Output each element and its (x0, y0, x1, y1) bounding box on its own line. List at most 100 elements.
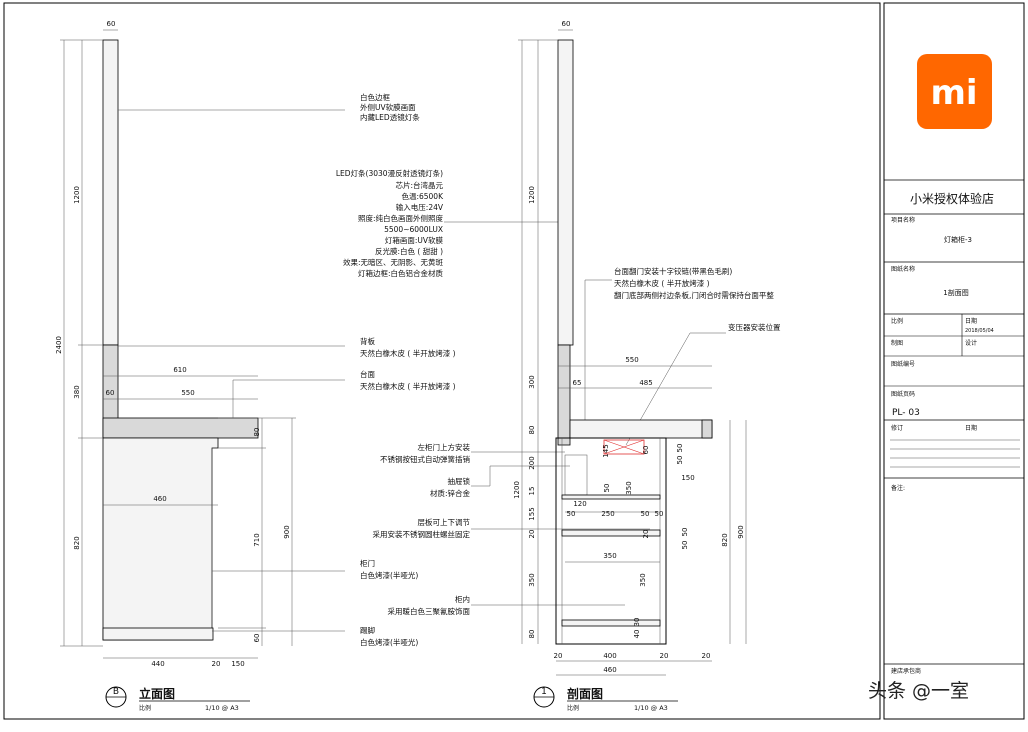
dim-text: 50 (676, 444, 684, 453)
dim-text: 50 (603, 484, 611, 493)
note-line: 灯箱画面:UV软膜 (385, 235, 444, 245)
note-line: 天然白橡木皮 ( 半开放烤漆 ) (360, 381, 456, 391)
mi-logo-text: mi (930, 73, 977, 113)
dim-text: 150 (231, 660, 244, 668)
dim-text: 380 (73, 385, 81, 398)
section-cabinet-shell (555, 437, 667, 645)
note-line: 抽屉锁 (448, 476, 471, 486)
dim-text: 40 (633, 630, 641, 639)
notes-hinge: 左柜门上方安装 不锈钢按钮式自动弹簧插销 (380, 442, 565, 464)
dim-text: 20 (554, 652, 563, 660)
dim-text: 80 (528, 630, 536, 639)
view-scale: 1/10 @ A3 (205, 704, 239, 712)
note-line: 白色烤漆(半哑光) (360, 570, 418, 580)
note-line: 内藏LED透镜灯条 (360, 112, 420, 122)
dim-text: 50 (681, 528, 689, 537)
dim-text: 300 (528, 375, 536, 388)
note-line: 反光膜:白色 ( 甜甜 ) (375, 246, 443, 256)
elevation-cabinet (102, 437, 219, 641)
scale-label: 比例 (891, 317, 903, 325)
dim-text: 200 (528, 456, 536, 469)
dim-text: 250 (601, 510, 614, 518)
view-title: 剖面图 (567, 686, 603, 701)
dim-text: 550 (181, 389, 194, 397)
view-title: 立面图 (139, 686, 175, 701)
view-scale-label: 比例 (139, 704, 151, 712)
dim-text: 460 (153, 495, 166, 503)
note-line: 层板可上下调节 (418, 517, 471, 527)
notes-frame: 白色边框 外侧UV软膜画面 内藏LED透镜灯条 (360, 92, 420, 122)
date-value: 2018/05/04 (965, 328, 994, 334)
section-countertop (569, 419, 713, 439)
note-line: LED灯条(3030漫反射透镜灯条) (336, 168, 443, 178)
drawn-label: 制图 (891, 339, 903, 347)
dim-text: 900 (737, 525, 745, 538)
dim-text: 1200 (513, 481, 521, 499)
dim-text: 350 (603, 552, 616, 560)
section-light-frame (557, 39, 574, 346)
dim-text: 2400 (55, 336, 63, 354)
dim-text: 440 (151, 660, 164, 668)
dim-text: 20 (528, 530, 536, 539)
section-view: 1200 300 80 200 15 155 20 350 80 1200 82… (513, 20, 747, 676)
transformer-box (603, 439, 645, 455)
contractor-label: 建店承包商 (891, 667, 921, 675)
dim-text: 20 (212, 660, 221, 668)
revision-label: 修订 (891, 424, 903, 432)
note-line: 效果:无暗区、无阴影、无黄斑 (343, 257, 444, 267)
dim-text: 50 (567, 510, 576, 518)
view-number: 1 (541, 687, 547, 697)
note-line: 台面翻门安装十字铰链(带黑色毛刷) (614, 266, 732, 276)
note-line: 左柜门上方安装 (418, 442, 471, 452)
note-line: 输入电压:24V (396, 202, 444, 212)
view-number: B (113, 687, 119, 697)
note-line: 天然白橡木皮 ( 半开放烤漆 ) (360, 348, 456, 358)
dim-text: 350 (639, 573, 647, 586)
notes-flap: 台面翻门安装十字铰链(带黑色毛刷) 天然白橡木皮 ( 半开放烤漆 ) 翻门底部两… (584, 266, 774, 420)
transformer-cross (603, 439, 645, 455)
note-line: 不锈钢按钮式自动弹簧插销 (380, 454, 470, 464)
dim-text: 550 (625, 356, 638, 364)
note-line: 采用暖白色三聚氰胺饰面 (388, 606, 471, 616)
dim-text: 20 (660, 652, 669, 660)
dim-text: 50 (676, 456, 684, 465)
dim-text: 460 (603, 666, 616, 674)
dim-text: 60 (253, 634, 261, 643)
view-scale: 1/10 @ A3 (634, 704, 668, 712)
dim-text: 610 (173, 366, 186, 374)
note-line: 外侧UV软膜画面 (360, 102, 416, 112)
date-label: 日期 (965, 317, 977, 325)
drawing-label: 图纸名称 (891, 265, 915, 273)
remarks-label: 备注: (891, 484, 905, 492)
notes-drawer-lock: 抽屉锁 材质:锌合金 (430, 465, 570, 498)
page-label: 图纸页码 (891, 390, 915, 398)
note-line: 白色边框 (360, 92, 390, 102)
note-line: 色温:6500K (401, 191, 444, 201)
section-back-panel (557, 344, 571, 446)
dim-text: 350 (528, 573, 536, 586)
notes-shelf: 层板可上下调节 采用安装不锈钢圆柱螺丝固定 (373, 517, 650, 539)
store-name: 小米授权体验店 (910, 191, 994, 206)
project-name: 灯箱柜-3 (944, 235, 972, 244)
elevation-title: B 立面图 比例 1/10 @ A3 (105, 686, 250, 712)
title-block-border (883, 2, 1025, 720)
dim-text: 145 (602, 444, 610, 457)
note-line: 背板 (360, 336, 375, 346)
dim-text: 400 (603, 652, 616, 660)
elevation-light-frame (102, 39, 119, 346)
view-scale-label: 比例 (567, 704, 579, 712)
section-title: 1 剖面图 比例 1/10 @ A3 (533, 686, 678, 712)
dim-text: 15 (528, 487, 536, 496)
dim-text: 60 (642, 446, 650, 455)
dim-text: 60 (106, 389, 115, 397)
note-line: 台面 (360, 369, 375, 379)
notes-kick: 踢脚 白色烤漆(半哑光) (360, 625, 418, 647)
dim-text: 65 (573, 379, 582, 387)
dim-text: 710 (253, 533, 261, 546)
dim-text: 155 (528, 507, 536, 520)
dim-text: 30 (633, 618, 641, 627)
dim-text: 20 (642, 530, 650, 539)
note-line: 灯箱边框:白色铝合金材质 (358, 268, 444, 278)
notes-top: 台面 天然白橡木皮 ( 半开放烤漆 ) (360, 369, 456, 391)
